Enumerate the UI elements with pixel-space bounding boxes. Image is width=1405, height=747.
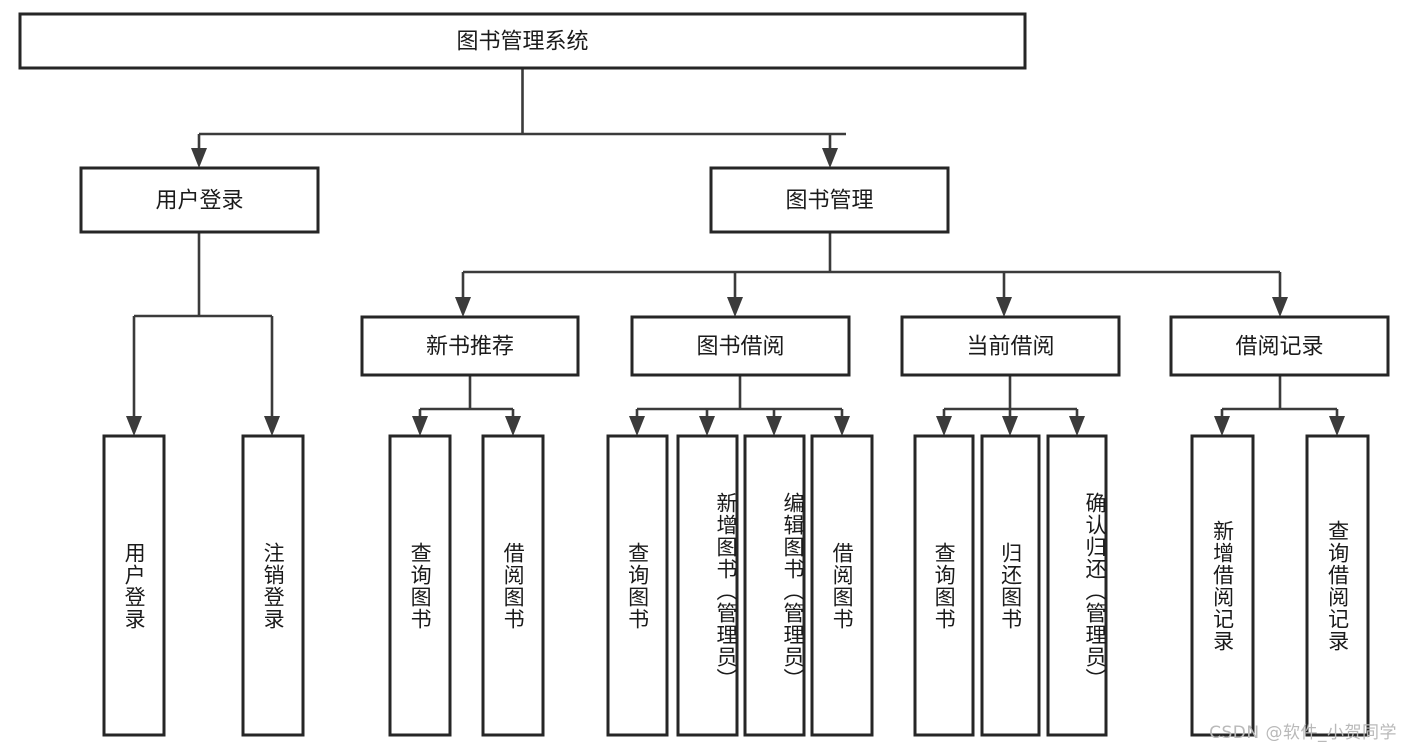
node-leaf-query-book-1-label: 查询图书 (408, 541, 433, 630)
node-book-borrow[interactable] (630, 315, 851, 377)
node-leaf-edit-book[interactable] (743, 434, 806, 737)
csdn-watermark: CSDN @软件_小贺同学 (1209, 723, 1397, 743)
arrowhead-leaf-edit-book (766, 416, 782, 436)
node-leaf-confirm-return[interactable] (1046, 434, 1108, 737)
node-leaf-add-book[interactable] (676, 434, 739, 737)
node-leaf-query-book-3-label: 查询图书 (932, 541, 957, 630)
node-leaf-user-login-label: 用户登录 (122, 541, 147, 630)
node-leaf-add-record[interactable] (1190, 434, 1255, 737)
node-leaf-borrow-book-2[interactable] (810, 434, 874, 737)
node-borrow-record-label: 借阅记录 (1235, 335, 1323, 360)
node-current-borrow-label: 当前借阅 (966, 335, 1054, 360)
arrowhead-leaf-query-record (1329, 416, 1345, 436)
node-leaf-user-login[interactable] (102, 434, 166, 737)
arrowhead-leaf-logout-login (264, 416, 280, 436)
node-book-borrow-label: 图书借阅 (696, 335, 784, 360)
node-root-label: 图书管理系统 (456, 30, 588, 55)
node-user-login[interactable] (79, 166, 320, 234)
node-leaf-return-book-label: 归还图书 (998, 541, 1023, 630)
node-leaf-logout-login[interactable] (241, 434, 305, 737)
arrowhead-current-borrow (996, 297, 1012, 317)
node-leaf-borrow-book-1[interactable] (481, 434, 545, 737)
node-leaf-query-record[interactable] (1305, 434, 1370, 737)
node-leaf-confirm-return-label: 确认归还（管理员） (1083, 491, 1107, 690)
arrowhead-leaf-query-book-3 (936, 416, 952, 436)
node-leaf-edit-book-label: 编辑图书（管理员） (781, 491, 805, 690)
node-leaf-add-book-label: 新增图书（管理员） (714, 491, 738, 690)
node-layer: 图书管理系统 用户登录 图书管理 新书推荐 图书借阅 当前借阅 借阅记录 (18, 12, 1390, 737)
node-current-borrow[interactable] (900, 315, 1121, 377)
node-leaf-query-book-1[interactable] (388, 434, 452, 737)
node-leaf-borrow-book-2-label: 借阅图书 (830, 541, 855, 630)
node-borrow-record[interactable] (1169, 315, 1390, 377)
arrowhead-leaf-add-record (1214, 416, 1230, 436)
arrowhead-leaf-add-book (699, 416, 715, 436)
arrowhead-leaf-borrow-book-1 (505, 416, 521, 436)
edge-layer (126, 68, 1345, 436)
arrowhead-new-book-recommend (455, 297, 471, 317)
node-leaf-return-book[interactable] (980, 434, 1041, 737)
node-book-manage[interactable] (709, 166, 950, 234)
node-leaf-query-book-2-label: 查询图书 (625, 541, 650, 630)
node-new-book-recommend-label: 新书推荐 (426, 335, 514, 360)
arrowhead-leaf-query-book-1 (412, 416, 428, 436)
arrowhead-borrow-record (1272, 297, 1288, 317)
arrowhead-book-borrow (727, 297, 743, 317)
node-new-book-recommend[interactable] (360, 315, 580, 377)
node-leaf-borrow-book-1-label: 借阅图书 (501, 541, 526, 630)
node-root[interactable] (18, 12, 1027, 70)
arrowhead-book-manage (822, 148, 838, 168)
arrowhead-leaf-confirm-return (1069, 416, 1085, 436)
node-leaf-add-record-label: 新增借阅记录 (1210, 519, 1235, 652)
node-leaf-query-book-3[interactable] (913, 434, 975, 737)
arrowhead-leaf-borrow-book-2 (834, 416, 850, 436)
arrowhead-leaf-user-login (126, 416, 142, 436)
arrowhead-leaf-return-book (1002, 416, 1018, 436)
node-book-manage-label: 图书管理 (785, 189, 873, 214)
node-leaf-logout-login-label: 注销登录 (261, 541, 286, 630)
arrowhead-user-login (191, 148, 207, 168)
node-leaf-query-record-label: 查询借阅记录 (1325, 519, 1350, 652)
arrowhead-leaf-query-book-2 (629, 416, 645, 436)
node-user-login-label: 用户登录 (155, 189, 243, 214)
node-leaf-query-book-2[interactable] (606, 434, 669, 737)
